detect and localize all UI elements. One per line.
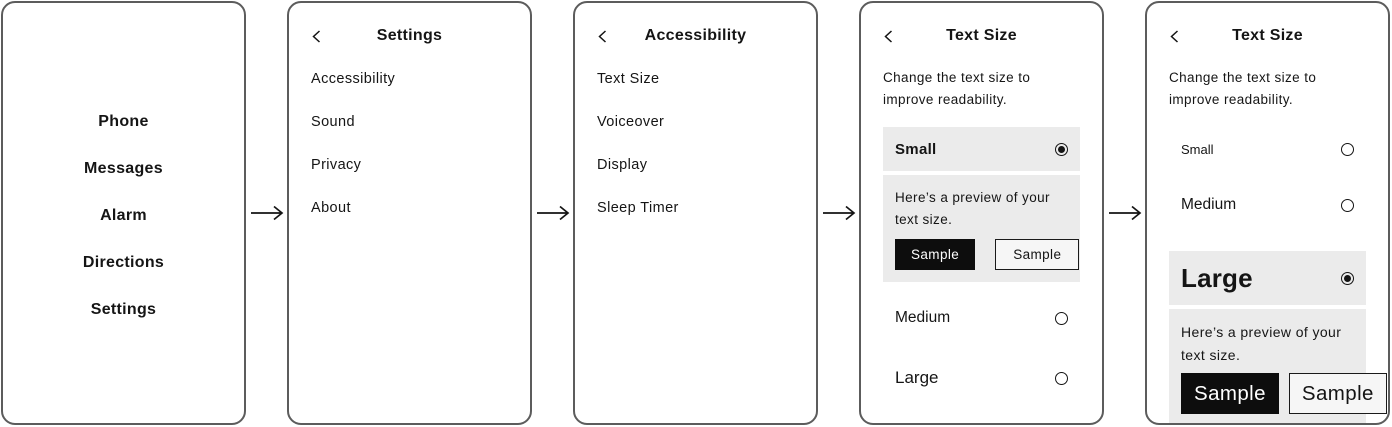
radio-selected-icon[interactable]	[1055, 142, 1068, 156]
menu-item-accessibility[interactable]: Accessibility	[311, 70, 396, 87]
menu-item-privacy[interactable]: Privacy	[311, 156, 362, 173]
option-label: Small	[895, 140, 937, 158]
screen-accessibility: Accessibility Text Size Voiceover Displa…	[573, 1, 818, 425]
menu-item-sleep-timer[interactable]: Sleep Timer	[597, 199, 679, 216]
screen-home: Phone Messages Alarm Directions Settings	[1, 1, 246, 425]
chevron-left-icon	[884, 29, 893, 43]
screen-settings: Settings Accessibility Sound Privacy Abo…	[287, 1, 532, 425]
page-title: Text Size	[946, 27, 1017, 44]
arrow-right-icon	[822, 205, 855, 221]
flow-arrow	[1104, 1, 1145, 427]
text-size-options: Small Here’s a preview of your text size…	[883, 127, 1080, 400]
home-menu: Phone Messages Alarm Directions Settings	[25, 98, 222, 333]
option-small[interactable]: Small	[883, 127, 1080, 171]
arrow-right-icon	[1108, 205, 1141, 221]
menu-item-settings[interactable]: Settings	[90, 300, 157, 318]
menu-item-alarm[interactable]: Alarm	[100, 206, 147, 224]
menu-item-phone[interactable]: Phone	[98, 112, 149, 130]
option-label: Small	[1181, 141, 1214, 157]
sample-secondary-button[interactable]: Sample	[995, 239, 1080, 270]
chevron-left-icon	[312, 29, 321, 43]
sample-primary-button[interactable]: Sample	[1181, 373, 1279, 414]
back-button[interactable]	[312, 28, 326, 44]
sample-primary-button[interactable]: Sample	[895, 239, 976, 270]
preview-caption: Here’s a preview of your text size.	[895, 190, 1050, 227]
option-medium[interactable]: Medium	[883, 296, 1080, 340]
page-title: Text Size	[1232, 27, 1303, 44]
option-label: Medium	[1181, 196, 1237, 213]
option-large[interactable]: Large	[883, 356, 1080, 400]
screen-text-size-large: Text Size Change the text size to improv…	[1145, 1, 1390, 425]
arrow-right-icon	[250, 205, 283, 221]
option-large[interactable]: Large	[1169, 251, 1366, 305]
option-medium[interactable]: Medium	[1169, 183, 1366, 227]
menu-item-directions[interactable]: Directions	[82, 253, 165, 271]
menu-item-sound[interactable]: Sound	[311, 113, 355, 130]
option-small[interactable]: Small	[1169, 127, 1366, 171]
page-title: Settings	[376, 27, 443, 44]
flow-arrow	[818, 1, 859, 427]
menu-item-about[interactable]: About	[311, 199, 351, 216]
chevron-left-icon	[598, 29, 607, 43]
option-label: Large	[895, 368, 939, 387]
preview-box: Here’s a preview of your text size. Samp…	[883, 175, 1080, 282]
back-button[interactable]	[598, 28, 612, 44]
menu-item-messages[interactable]: Messages	[84, 159, 163, 177]
settings-menu: Accessibility Sound Privacy About	[311, 57, 508, 229]
text-size-header: Text Size	[883, 23, 1080, 49]
page-title: Accessibility	[644, 27, 747, 44]
option-label: Large	[1181, 262, 1253, 293]
menu-item-display[interactable]: Display	[597, 156, 648, 173]
description-text: Change the text size to improve readabil…	[883, 70, 1031, 107]
radio-unselected-icon[interactable]	[1341, 142, 1354, 156]
flow-arrow	[532, 1, 573, 427]
settings-header: Settings	[311, 23, 508, 49]
flow-arrow	[246, 1, 287, 427]
description-text: Change the text size to improve readabil…	[1169, 70, 1317, 107]
option-label: Medium	[895, 309, 951, 326]
accessibility-header: Accessibility	[597, 23, 794, 49]
arrow-right-icon	[536, 205, 569, 221]
preview-box: Here’s a preview of your text size. Samp…	[1169, 309, 1387, 423]
preview-caption: Here’s a preview of your text size.	[1181, 324, 1342, 363]
sample-buttons: Sample Sample	[895, 239, 1080, 270]
screen-text-size-small: Text Size Change the text size to improv…	[859, 1, 1104, 425]
menu-item-text-size[interactable]: Text Size	[597, 70, 660, 87]
accessibility-menu: Text Size Voiceover Display Sleep Timer	[597, 57, 794, 229]
text-size-options: Small Medium Large Here’s a preview of y…	[1169, 127, 1387, 423]
sample-buttons: Sample Sample	[1181, 373, 1387, 414]
radio-unselected-icon[interactable]	[1055, 311, 1068, 325]
radio-unselected-icon[interactable]	[1055, 371, 1068, 385]
chevron-left-icon	[1170, 29, 1179, 43]
back-button[interactable]	[1170, 28, 1184, 44]
text-size-header: Text Size	[1169, 23, 1366, 49]
radio-unselected-icon[interactable]	[1341, 198, 1354, 212]
back-button[interactable]	[884, 28, 898, 44]
sample-secondary-button[interactable]: Sample	[1288, 373, 1387, 414]
radio-selected-icon[interactable]	[1341, 271, 1354, 285]
menu-item-voiceover[interactable]: Voiceover	[597, 113, 665, 130]
